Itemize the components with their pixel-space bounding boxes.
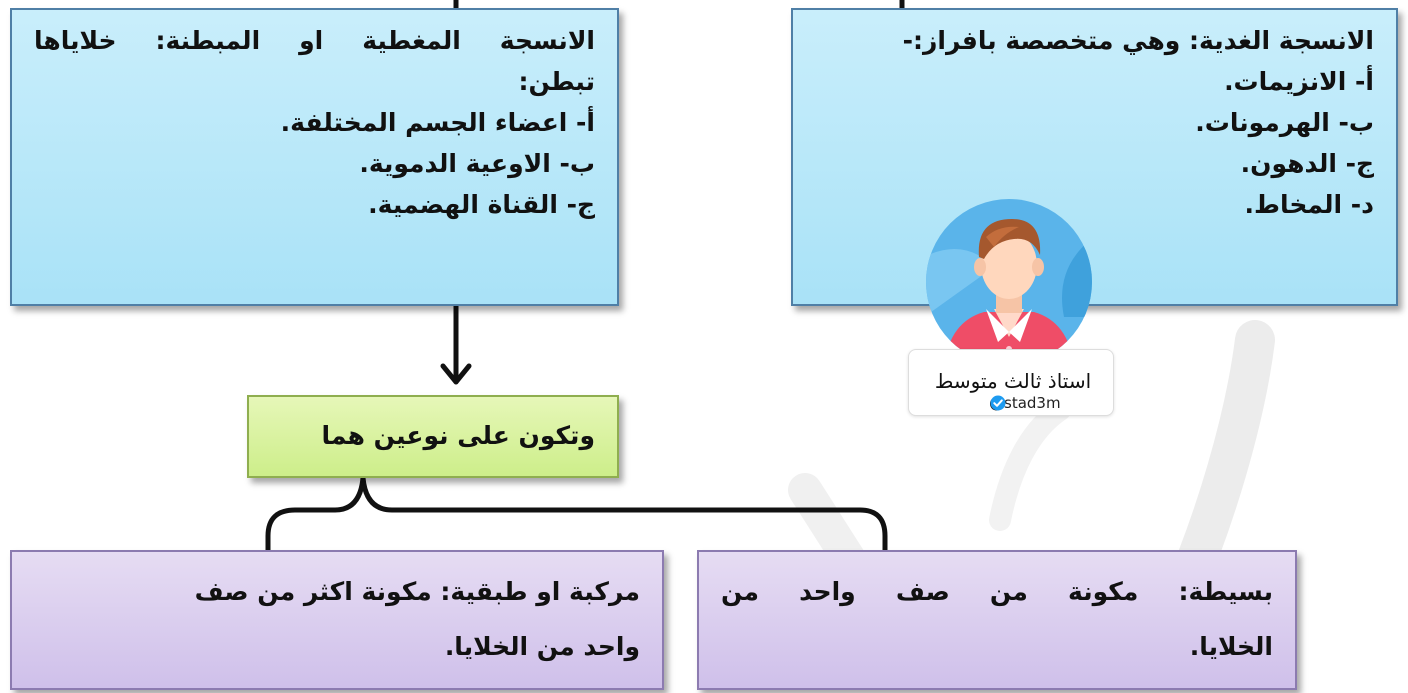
covering-line-4: ب- الاوعية الدموية. <box>359 149 595 178</box>
compound-epithelium-box: مركبة او طبقية: مكونة اكثر من صف واحد من… <box>10 550 664 690</box>
glandular-line-4: ج- الدهون. <box>1240 149 1374 178</box>
glandular-line-2: أ- الانزيمات. <box>1224 67 1374 96</box>
types-box: وتكون على نوعين هما <box>247 395 619 478</box>
covering-line-3: أ- اعضاء الجسم المختلفة. <box>280 108 595 137</box>
avatar <box>924 197 1094 367</box>
teacher-avatar-icon <box>926 199 1092 365</box>
types-label: وتكون على نوعين هما <box>321 421 596 450</box>
compound-line-1: مركبة او طبقية: مكونة اكثر من صف <box>194 577 640 606</box>
simple-line-1: بسيطة: مكونة من صف واحد من <box>721 577 1273 606</box>
glandular-line-3: ب- الهرمونات. <box>1195 108 1374 137</box>
covering-tissue-box: الانسجة المغطية او المبطنة: خلاياها تبطن… <box>10 8 619 306</box>
glandular-tissue-box: الانسجة الغدية: وهي متخصصة بافراز:- أ- ا… <box>791 8 1398 306</box>
covering-line-1: الانسجة المغطية او المبطنة: خلاياها <box>34 26 595 55</box>
simple-line-2: الخلايا. <box>1189 632 1273 661</box>
author-badge: استاذ ثالث متوسط @stad3m <box>908 349 1114 416</box>
author-name: استاذ ثالث متوسط <box>934 369 1092 393</box>
glandular-line-5: د- المخاط. <box>1244 190 1375 219</box>
compound-line-2: واحد من الخلايا. <box>444 632 640 661</box>
author-handle: @stad3m <box>989 394 1061 412</box>
glandular-line-1: الانسجة الغدية: وهي متخصصة بافراز:- <box>902 26 1374 55</box>
verified-check-icon <box>990 395 1006 411</box>
covering-line-2: تبطن: <box>518 67 595 96</box>
simple-epithelium-box: بسيطة: مكونة من صف واحد من الخلايا. <box>697 550 1297 690</box>
covering-line-5: ج- القناة الهضمية. <box>368 190 595 219</box>
